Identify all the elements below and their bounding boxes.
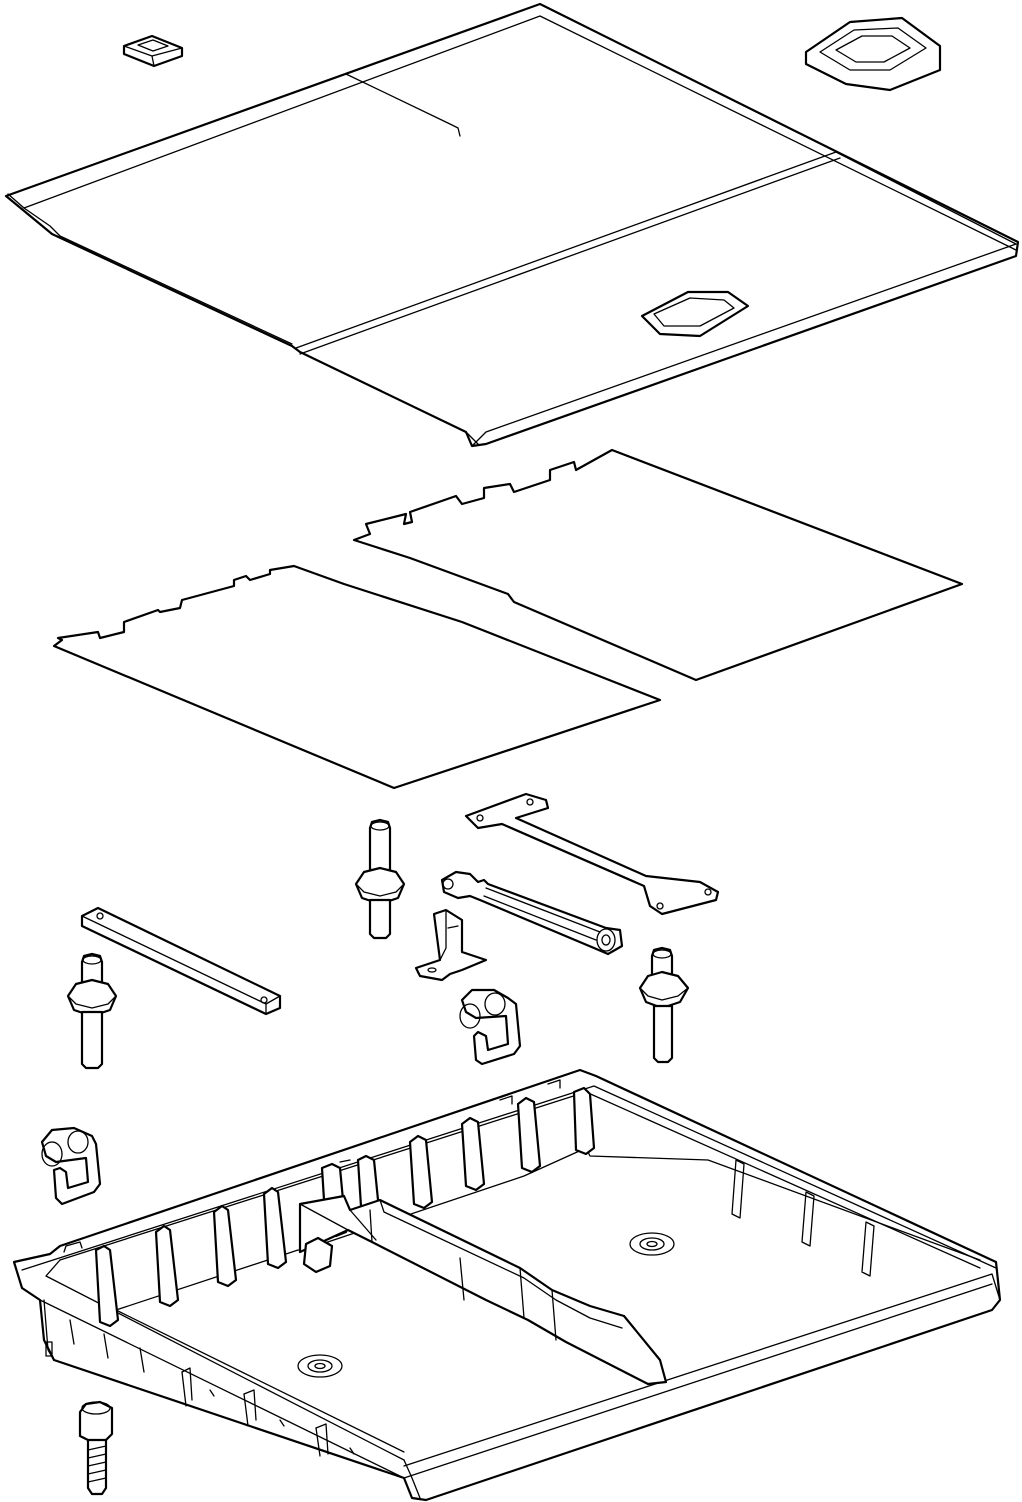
support-strap-bracket xyxy=(464,792,720,916)
mounting-stud-left xyxy=(66,952,118,1070)
floor-grommet xyxy=(804,16,942,92)
latch-hook-left xyxy=(40,1126,102,1206)
mounting-stud-right xyxy=(638,946,690,1064)
hinge-bracket xyxy=(414,908,488,982)
load-floor-panel xyxy=(4,2,1020,448)
bolt xyxy=(78,1400,114,1496)
storage-tray xyxy=(12,1068,1002,1502)
gas-strut xyxy=(440,870,624,956)
floor-mat-right xyxy=(352,448,964,682)
latch-hook-center xyxy=(459,988,522,1066)
floor-mat-left xyxy=(52,564,662,790)
flat-strap-left xyxy=(80,906,282,1016)
small-cap-part xyxy=(122,34,184,68)
mounting-stud-center xyxy=(354,818,406,940)
